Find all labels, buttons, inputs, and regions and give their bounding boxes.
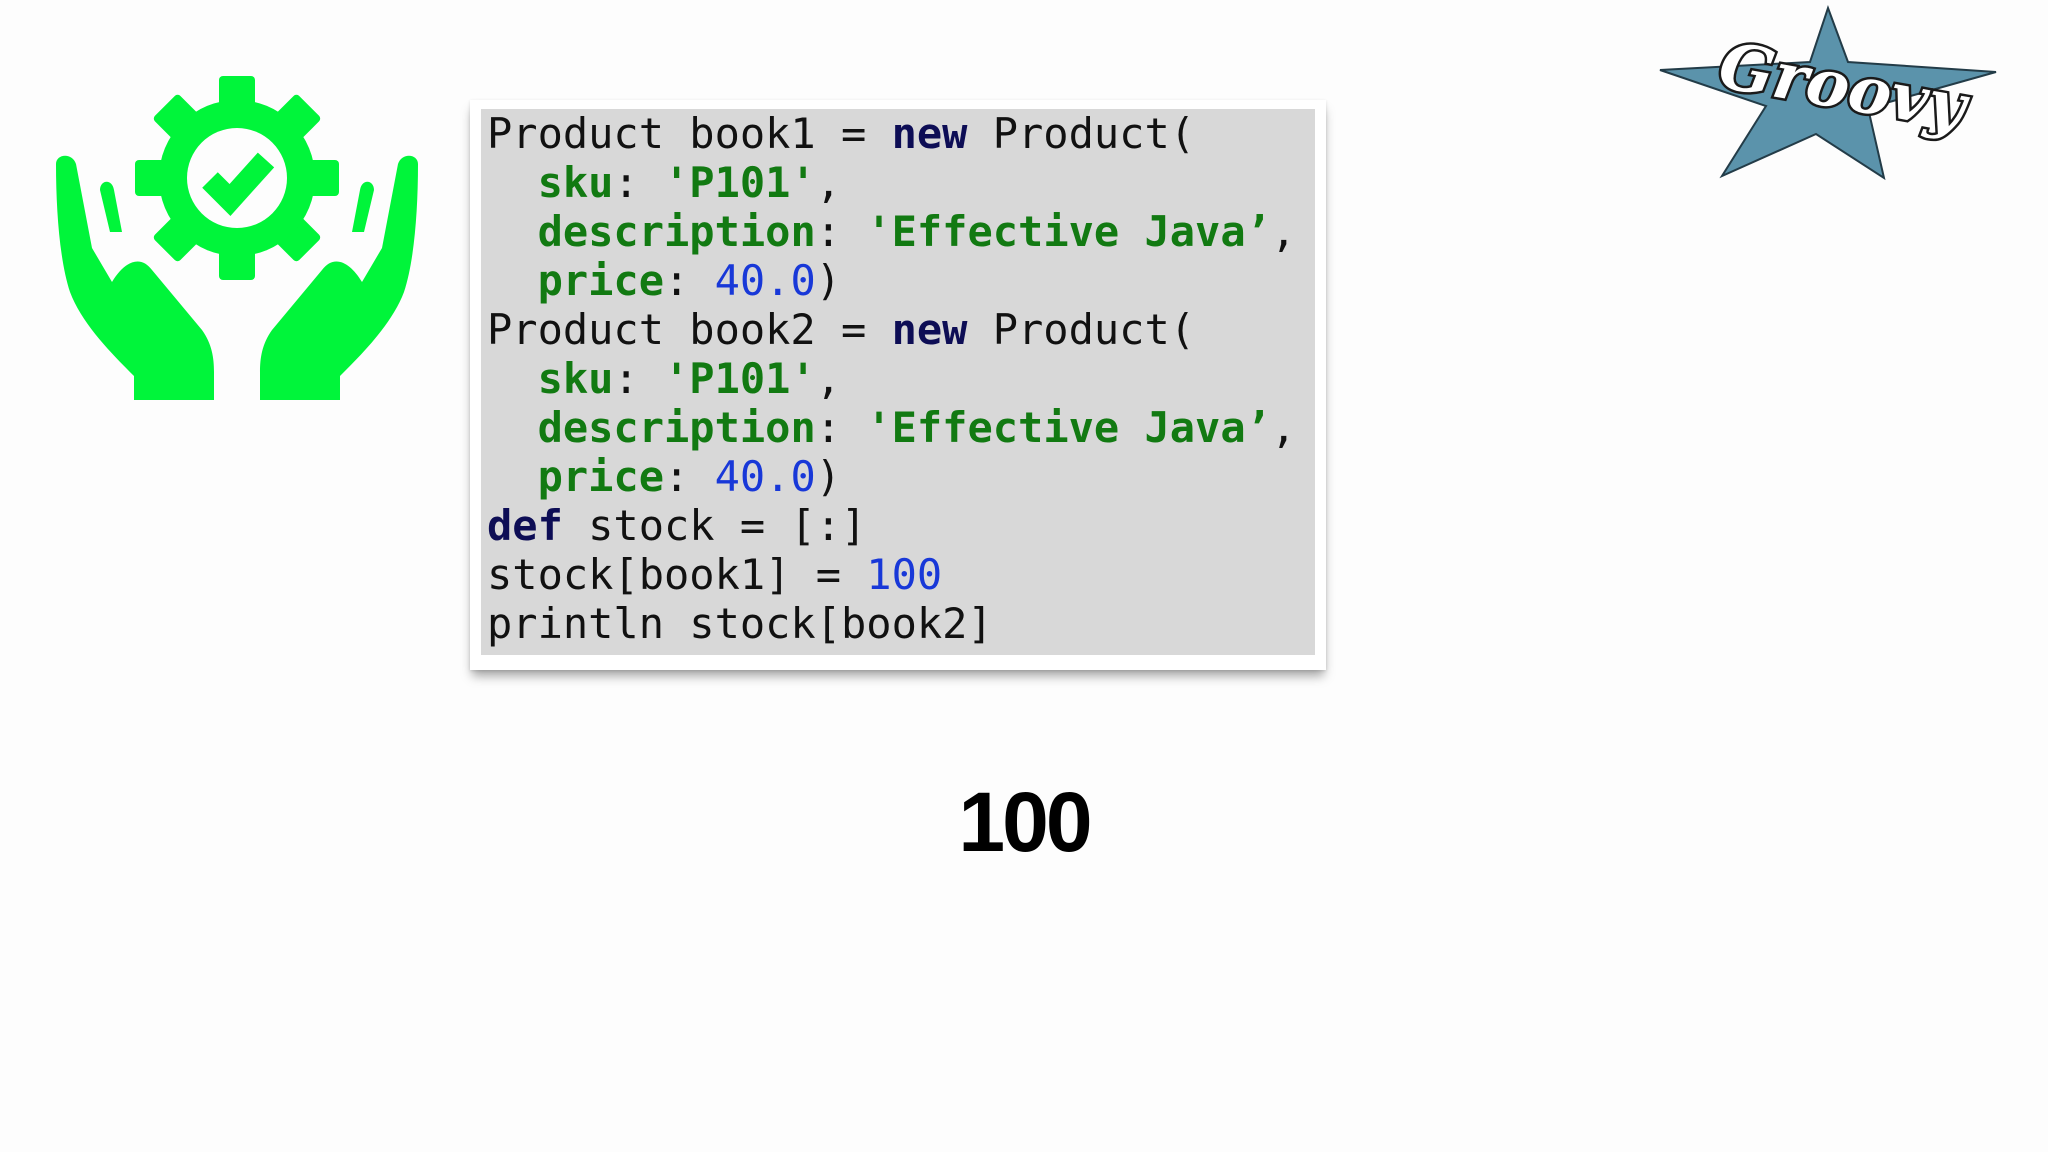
code-token: 40.0 [714, 452, 816, 501]
code-token: stock[book1] = [487, 550, 867, 599]
code-token: ) [815, 256, 842, 305]
code-token: ) [815, 452, 842, 501]
groovy-star-logo: Groovy [1659, 4, 1997, 181]
code-token [487, 354, 538, 403]
code-token: description [537, 403, 816, 452]
code-line: stock[book1] = 100 [487, 550, 1315, 599]
code-token: price [537, 256, 665, 305]
code-token: price [537, 452, 665, 501]
code-line: price: 40.0) [487, 256, 1315, 305]
code-line: Product book1 = new Product( [487, 109, 1315, 158]
code-token: sku [537, 354, 614, 403]
code-token: 40.0 [714, 256, 816, 305]
code-token [487, 403, 538, 452]
code-token: : [613, 158, 665, 207]
code-token: Product book2 = [487, 305, 892, 354]
code-line: println stock[book2] [487, 599, 1315, 648]
code-line: Product book2 = new Product( [487, 305, 1315, 354]
code-token: new [891, 109, 968, 158]
code-token: : [815, 403, 867, 452]
code-token: Product( [967, 305, 1196, 354]
code-token: 'Effective Java’ [866, 207, 1271, 256]
output-result: 100 [958, 775, 1092, 869]
code-frame: Product book1 = new Product( sku: 'P101'… [470, 100, 1326, 670]
code-line: def stock = [:] [487, 501, 1315, 550]
code-block: Product book1 = new Product( sku: 'P101'… [481, 109, 1315, 655]
code-token: sku [537, 158, 614, 207]
code-token: stock = [:] [562, 501, 867, 550]
hands-gear-check-icon [56, 76, 418, 400]
code-token: , [815, 158, 842, 207]
code-token [487, 452, 538, 501]
code-token: , [1270, 207, 1297, 256]
code-token: 'P101' [664, 158, 816, 207]
code-listing: Product book1 = new Product( sku: 'P101'… [481, 109, 1315, 648]
code-token: 'Effective Java’ [866, 403, 1271, 452]
code-token: , [1270, 403, 1297, 452]
code-token: new [891, 305, 968, 354]
code-line: description: 'Effective Java’, [487, 403, 1315, 452]
logo-star-shape [1659, 4, 1997, 181]
code-token: : [613, 354, 665, 403]
code-token: Product( [967, 109, 1196, 158]
code-token: println stock[book2] [487, 599, 993, 648]
code-token [487, 158, 538, 207]
code-token: Product book1 = [487, 109, 892, 158]
code-token: : [664, 256, 715, 305]
code-token: def [487, 501, 563, 550]
code-line: sku: 'P101', [487, 354, 1315, 403]
code-token: : [664, 452, 715, 501]
code-line: description: 'Effective Java’, [487, 207, 1315, 256]
code-line: sku: 'P101', [487, 158, 1315, 207]
code-line: price: 40.0) [487, 452, 1315, 501]
code-token: 'P101' [664, 354, 816, 403]
code-token: 100 [866, 550, 943, 599]
code-token: description [537, 207, 816, 256]
code-token: , [815, 354, 842, 403]
code-token [487, 256, 538, 305]
code-token [487, 207, 538, 256]
code-token: : [815, 207, 867, 256]
